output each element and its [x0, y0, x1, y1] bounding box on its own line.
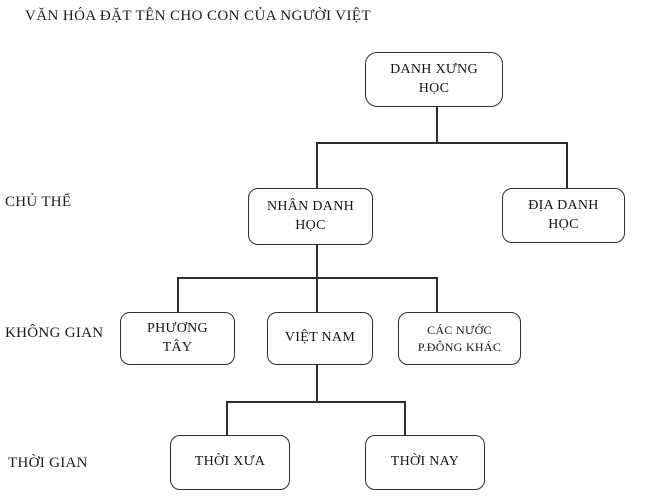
node-danh-xung-hoc: DANH XƯNG HỌC — [365, 52, 503, 107]
node-label: NHÂN DANH HỌC — [266, 198, 355, 233]
node-viet-nam: VIỆT NAM — [267, 312, 373, 365]
row-label-time: THỜI GIAN — [8, 455, 88, 471]
node-thoi-xua: THỜI XƯA — [170, 435, 290, 490]
connector-level2-bar — [177, 277, 438, 279]
node-cac-nuoc-p-dong-khac: CÁC NƯỚC P.ĐÔNG KHÁC — [398, 312, 521, 365]
node-label: THỜI XƯA — [194, 454, 266, 470]
node-phuong-tay: PHƯƠNG TÂY — [120, 312, 235, 365]
row-label-space: KHÔNG GIAN — [5, 325, 104, 341]
connector-to-phuong-tay — [177, 277, 179, 313]
connector-to-cac-nuoc — [436, 277, 438, 313]
connector-viet-nam-stem — [316, 364, 318, 402]
connector-level1-bar — [316, 142, 568, 144]
node-dia-danh-hoc: ĐỊA DANH HỌC — [502, 188, 625, 243]
node-label: ĐỊA DANH HỌC — [528, 197, 599, 232]
node-label: CÁC NƯỚC P.ĐÔNG KHÁC — [417, 323, 502, 354]
connector-to-thoi-xua — [226, 401, 228, 436]
node-label: THỜI NAY — [390, 454, 460, 470]
connector-level3-bar — [226, 401, 406, 403]
node-label: PHƯƠNG TÂY — [147, 320, 208, 355]
node-thoi-nay: THỜI NAY — [365, 435, 485, 490]
connector-to-thoi-nay — [404, 401, 406, 436]
diagram-title: VĂN HÓA ĐẶT TÊN CHO CON CỦA NGƯỜI VIỆT — [25, 8, 372, 24]
row-label-subject: CHỦ THỂ — [5, 194, 72, 210]
connector-nhan-danh-stem — [316, 244, 318, 278]
connector-to-nhan-danh-hoc — [316, 142, 318, 189]
node-nhan-danh-hoc: NHÂN DANH HỌC — [248, 188, 373, 245]
connector-root-stem — [436, 107, 438, 143]
connector-to-viet-nam — [316, 277, 318, 313]
node-label: DANH XƯNG HỌC — [390, 61, 478, 96]
connector-to-dia-danh-hoc — [566, 142, 568, 189]
node-label: VIỆT NAM — [284, 330, 356, 346]
